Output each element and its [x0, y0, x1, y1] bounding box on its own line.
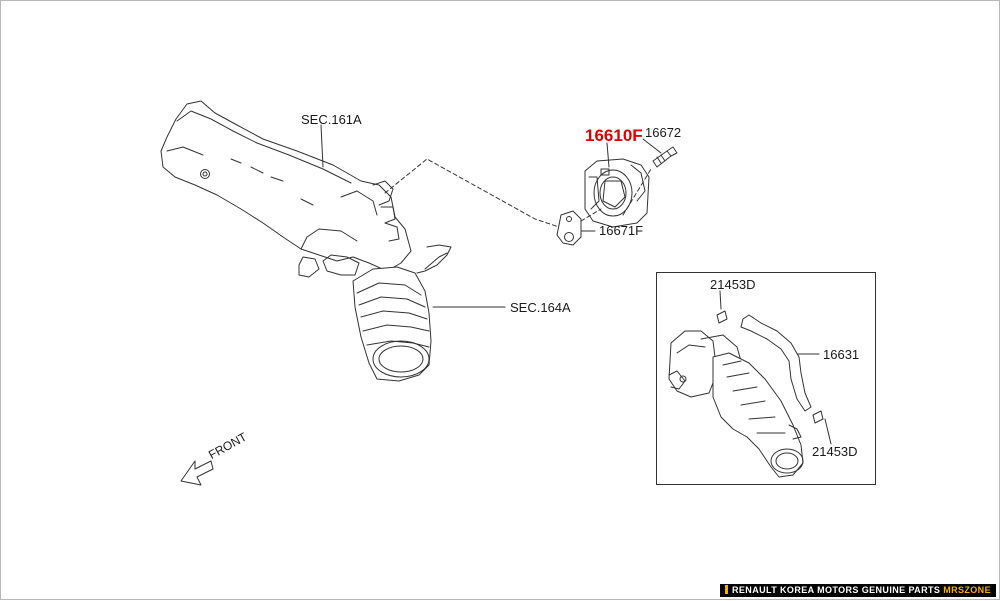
leader-lines — [320, 124, 832, 445]
label-part-16672[interactable]: 16672 — [645, 125, 682, 140]
label-sec-164a[interactable]: SEC.164A — [510, 300, 571, 315]
watermark-brand: MRSZONE — [943, 585, 991, 595]
air-duct-outline — [352, 266, 432, 382]
label-part-16631[interactable]: 16631 — [823, 347, 860, 362]
inset-frame — [656, 272, 876, 485]
watermark-banner: RENAULT KOREA MOTORS GENUINE PARTS MRSZO… — [720, 584, 996, 597]
label-part-21453d-top[interactable]: 21453D — [710, 277, 756, 292]
front-arrow — [180, 460, 214, 486]
watermark-text: RENAULT KOREA MOTORS GENUINE PARTS — [732, 585, 941, 595]
inset-assembly-drawing — [668, 310, 824, 478]
watermark-bar-icon — [725, 585, 728, 594]
intake-manifold-outline — [160, 100, 452, 278]
throttle-body-16610f — [584, 158, 650, 228]
bolt-16672 — [652, 146, 678, 168]
label-part-16610f[interactable]: 16610F — [585, 126, 643, 145]
label-part-21453d-bottom[interactable]: 21453D — [812, 444, 858, 459]
assembly-dash-line — [384, 158, 652, 228]
label-sec-161a[interactable]: SEC.161A — [301, 112, 362, 127]
gasket-16671f — [556, 210, 582, 246]
label-part-16671f[interactable]: 16671F — [599, 223, 644, 238]
